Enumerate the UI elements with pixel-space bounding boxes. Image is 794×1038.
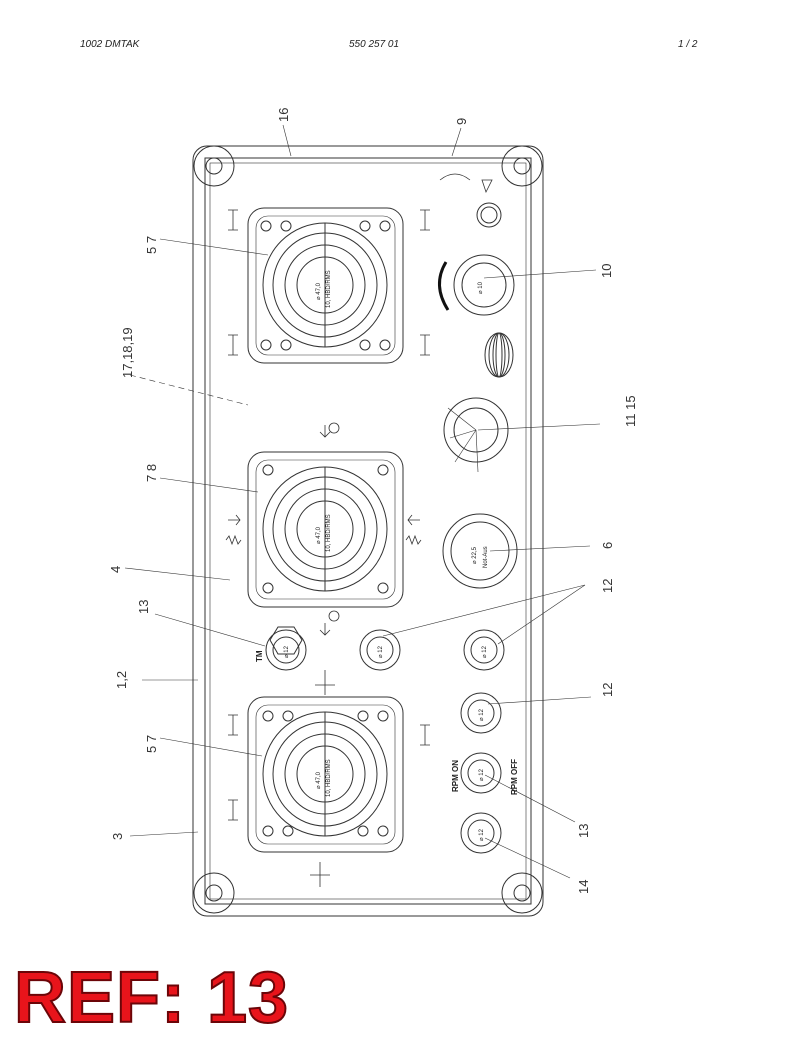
panel-outline [192, 145, 544, 917]
callout-13-b: 13 [576, 824, 591, 838]
callout-1-2: 1,2 [114, 671, 129, 689]
joystick-middle [247, 451, 404, 608]
corner-bolt-tl [193, 145, 235, 187]
callout-14: 14 [576, 880, 591, 894]
emergency-stop-button [442, 513, 518, 589]
estop-text: Not-Aus [483, 546, 489, 568]
joy-mid-spec: 10, HBD/RMS [326, 514, 332, 552]
header-doc-code: 1002 DMTAK [80, 39, 140, 50]
component-labels: ⌀ 47,0 10, HBD/RMS ⌀ 47,0 10, HBD/RMS ⌀ … [255, 270, 519, 841]
panel-inner-outline [204, 157, 532, 905]
callout-17-18-19: 17,18,19 [120, 327, 135, 378]
selector-switch [443, 397, 509, 473]
callout-7-8: 7 8 [144, 464, 159, 482]
callout-12-b: 12 [600, 683, 615, 697]
cable-gland [484, 332, 514, 378]
btn-bottom-dia: ⌀ 12 [479, 828, 485, 841]
joy-bot-dia: ⌀ 47,0 [316, 771, 322, 789]
header-page-number: 1 / 2 [678, 39, 698, 50]
callout-16: 16 [276, 108, 291, 122]
pushbutton-mid-right [463, 629, 505, 671]
function-symbols [225, 173, 493, 887]
joystick-bottom [247, 696, 404, 853]
callout-9: 9 [454, 118, 469, 125]
callout-5-7-bottom: 5 7 [144, 735, 159, 753]
key-switch [438, 254, 515, 316]
pushbutton-mid-center [359, 629, 401, 671]
joy-top-dia: ⌀ 47,0 [316, 282, 322, 300]
pushbutton-tm [265, 626, 307, 671]
btn-mid-dia: ⌀ 12 [378, 645, 384, 658]
corner-bolt-tr [501, 145, 543, 187]
key-dia: ⌀ 10 [478, 281, 484, 294]
callout-6: 6 [600, 542, 615, 549]
joystick-top [247, 207, 404, 364]
leader-lines [124, 124, 601, 879]
reference-label: REF: 13 [13, 958, 290, 1038]
btn-right-dia: ⌀ 12 [482, 645, 488, 658]
header-part-number: 550 257 01 [349, 39, 400, 50]
joy-mid-dia: ⌀ 47,0 [316, 526, 322, 544]
label-rpm-on: RPM ON [451, 760, 460, 792]
indicator-small [476, 202, 502, 228]
callout-5-7-top: 5 7 [144, 236, 159, 254]
corner-bolt-br [501, 872, 543, 914]
btn-rpm-dia: ⌀ 12 [479, 768, 485, 781]
corner-bolt-bl [193, 872, 235, 914]
callout-numbers: 16 9 5 7 10 17,18,19 11 15 7 8 6 4 12 13… [108, 108, 638, 894]
pushbutton-rpm [460, 752, 502, 794]
joy-bot-spec: 10, HBD/RMS [326, 759, 332, 797]
label-rpm-off: RPM OFF [510, 759, 519, 795]
callout-13-a: 13 [136, 600, 151, 614]
callout-12-a: 12 [600, 579, 615, 593]
estop-dia: ⌀ 22,5 [472, 546, 478, 564]
joy-top-spec: 10, HBD/RMS [326, 270, 332, 308]
panel-inset-outline [209, 162, 527, 900]
pushbutton-right-2 [460, 692, 502, 734]
callout-10: 10 [599, 264, 614, 278]
callout-3: 3 [110, 833, 125, 840]
btn-right2-dia: ⌀ 12 [479, 708, 485, 721]
callout-11-15: 11 15 [623, 395, 638, 427]
pushbutton-bottom [460, 812, 502, 854]
label-tm: TM [255, 650, 264, 662]
btn-tm-dia: ⌀ 12 [284, 645, 290, 658]
callout-4: 4 [108, 566, 123, 573]
